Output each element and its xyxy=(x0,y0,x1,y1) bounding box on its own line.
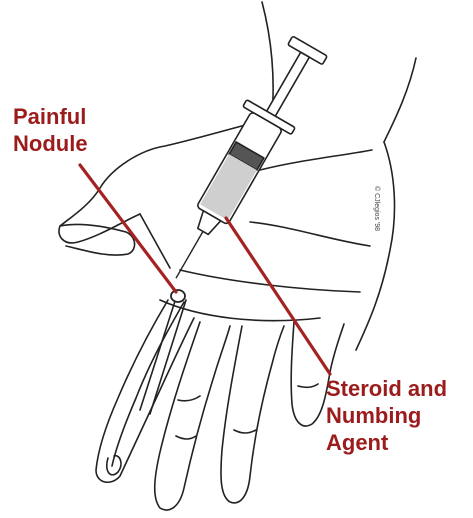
forearm-outline xyxy=(262,2,273,118)
hand-fold xyxy=(260,150,372,170)
pointer-line-steroid xyxy=(226,218,330,374)
steroid-agent-label-line: Steroid and xyxy=(326,375,447,402)
copyright-notice: © CJlegios '98 xyxy=(373,186,380,231)
steroid-agent-label: Steroid and Numbing Agent xyxy=(326,375,447,456)
painful-nodule-label: Painful Nodule xyxy=(13,103,88,157)
syringe xyxy=(152,32,334,292)
ring-finger xyxy=(221,326,284,503)
thumb xyxy=(60,224,135,255)
painful-nodule-label-line: Painful xyxy=(13,103,88,130)
forearm-outline-right xyxy=(384,58,416,142)
tendon-sheath xyxy=(140,298,186,414)
painful-nodule-label-line: Nodule xyxy=(13,130,88,157)
steroid-agent-label-line: Agent xyxy=(326,429,447,456)
thumb-outline xyxy=(140,214,170,268)
hand-fold-2 xyxy=(250,222,370,246)
painful-nodule xyxy=(171,290,185,302)
middle-finger xyxy=(155,322,230,510)
palm-right-edge xyxy=(356,142,395,350)
index-finger xyxy=(96,300,194,482)
pointer-line-nodule xyxy=(80,165,176,292)
palm-crease xyxy=(180,270,360,292)
steroid-agent-label-line: Numbing xyxy=(326,402,447,429)
syringe-needle xyxy=(176,231,203,278)
